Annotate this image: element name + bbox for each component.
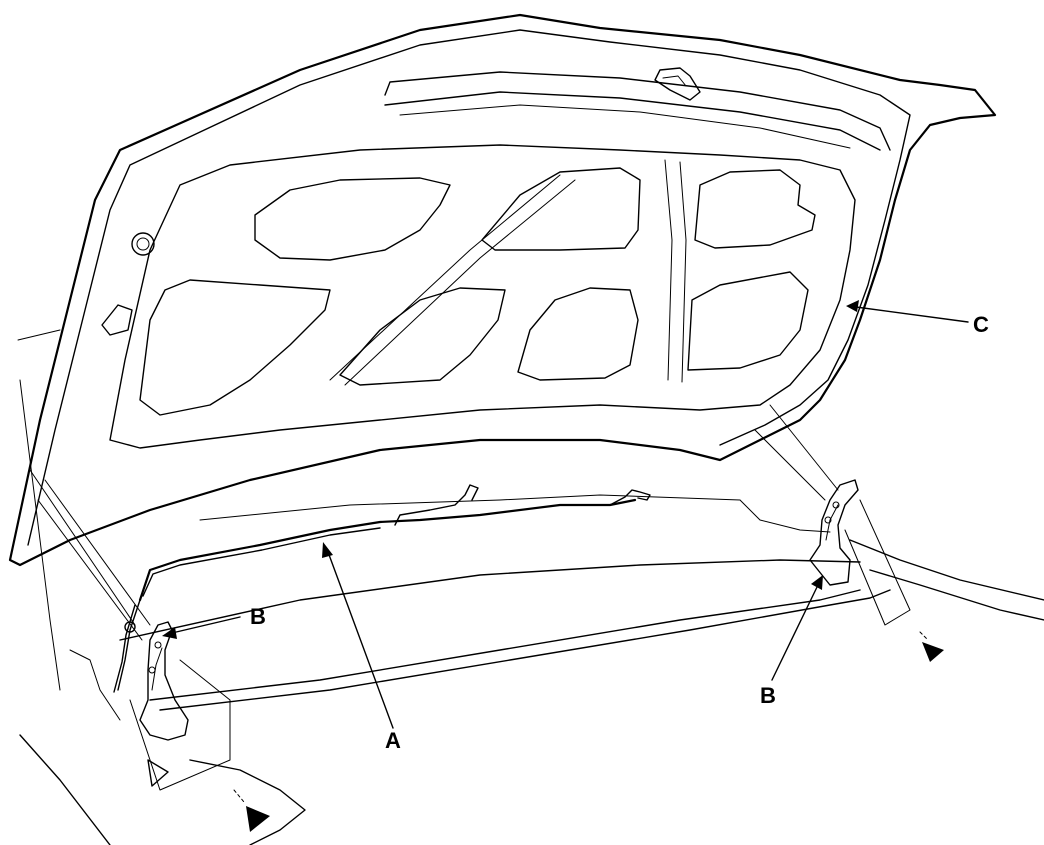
leader-arrow-b-right bbox=[771, 575, 823, 681]
label-c: C bbox=[973, 312, 989, 337]
trunk-lid-panel bbox=[8, 13, 997, 567]
leader-arrow-a bbox=[322, 542, 394, 729]
release-cable bbox=[113, 484, 651, 693]
left-hinge-arm bbox=[17, 329, 151, 641]
label-b-right: B bbox=[760, 683, 776, 708]
filled-triangle-arrow-icon bbox=[233, 789, 270, 832]
outline-triangle-arrow-icon bbox=[147, 759, 169, 787]
leader-arrow-c bbox=[846, 300, 969, 323]
left-hinge bbox=[129, 621, 231, 791]
trunk-opening-body bbox=[19, 379, 1044, 845]
filled-triangle-arrow-icon bbox=[919, 631, 944, 662]
right-hinge-arm bbox=[754, 404, 839, 501]
leader-arrow-b-left bbox=[162, 616, 241, 639]
right-hinge bbox=[809, 479, 911, 626]
label-a: A bbox=[385, 728, 401, 753]
label-b-left: B bbox=[250, 604, 266, 629]
